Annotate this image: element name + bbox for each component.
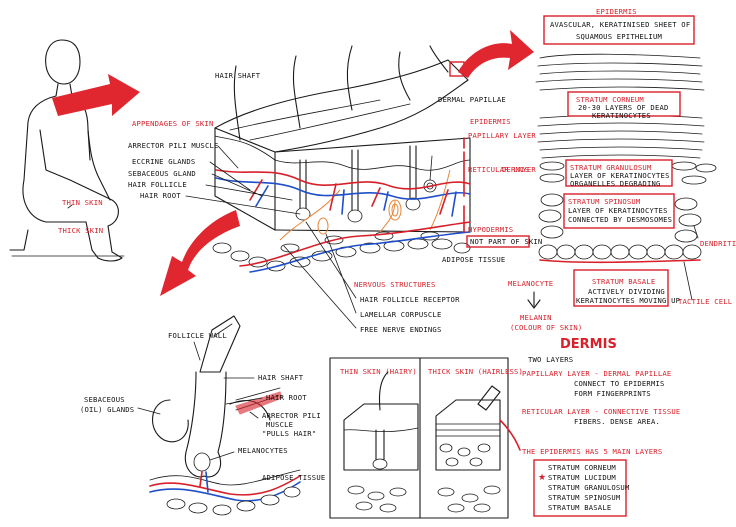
reticular-note-1: RETICULAR LAYER - CONNECTIVE TISSUE: [522, 407, 680, 416]
sebaceous-label-2: (OIL) GLANDS: [80, 405, 134, 414]
epidermis-sub-2: SQUAMOUS EPITHELIUM: [576, 32, 662, 41]
comparison-frame: [329, 357, 509, 519]
dermis-side-label: DERMIS: [502, 165, 529, 174]
dermal-papillae-label: DERMAL PAPILLAE: [438, 95, 506, 104]
not-part-label: NOT PART OF SKIN: [470, 237, 542, 246]
follicle-wall-label: FOLLICLE WALL: [168, 331, 227, 340]
granulosum-title: STRATUM GRANULOSUM: [570, 163, 652, 172]
melanocyte-label: MELANOCYTE: [508, 279, 553, 288]
dermis-title: DERMIS: [560, 337, 617, 352]
follicle-shaft-label: HAIR SHAFT: [258, 373, 304, 382]
layer-item-1: STRATUM CORNEUM: [548, 463, 616, 472]
spinosum-line-3: CONNECTED BY DESMOSOMES: [568, 215, 672, 224]
epi-leaders: [683, 225, 699, 301]
appendages-label: APPENDAGES OF SKIN: [132, 119, 214, 128]
spinosum-line-2: LAYER OF KERATINOCYTES: [568, 206, 668, 215]
lucidum-star-icon: ★: [538, 473, 546, 483]
receptor-label: HAIR FOLLICLE RECEPTOR: [360, 295, 460, 304]
zoom-arrow-person: [52, 74, 140, 116]
follicle-adipose-label: ADIPOSE TISSUE: [262, 473, 325, 482]
hair-shaft-label-1: HAIR SHAFT: [215, 71, 261, 80]
nerve-leaders: [283, 221, 357, 329]
follicle-root-label: HAIR ROOT: [266, 393, 307, 402]
thin-skin-label: THIN SKIN: [62, 198, 103, 207]
five-layers-box: [533, 459, 627, 517]
not-part-box: [466, 235, 530, 248]
two-layers-label: TWO LAYERS: [528, 355, 573, 364]
free-nerve-label: FREE NERVE ENDINGS: [360, 325, 442, 334]
arrector-label-2: MUSCLE: [266, 420, 293, 429]
appendage-leaders: [185, 145, 301, 215]
corneum-line-3: KERATINOCYTES: [592, 111, 651, 120]
epidermis-definition-box: [543, 15, 695, 45]
papillary-note-1: PAPILLARY LAYER - DERMAL PAPILLAE: [522, 369, 671, 378]
thick-skin-block: [435, 385, 501, 513]
zoom-arrow-follicle: [160, 210, 240, 296]
reticular-label: RETICULAR LAYER: [468, 165, 536, 174]
thick-skin-pointer: [499, 419, 521, 451]
arrector-label: ARRECTOR PILI MUSCLE: [128, 141, 219, 150]
thin-skin-title: THIN SKIN (HAIRY): [340, 367, 417, 376]
granulosum-box: [565, 159, 673, 187]
papillary-note-3: FORM FINGERPRINTS: [574, 389, 651, 398]
follicle-leaders: [137, 341, 263, 461]
granulosum-line-2: LAYER OF KERATINOCYTES: [570, 171, 670, 180]
basale-cells: [538, 244, 702, 264]
papillary-label: PAPILLARY LAYER: [468, 131, 536, 140]
melanocytes-label: MELANOCYTES: [238, 446, 288, 455]
five-layers-note: THE EPIDERMIS HAS 5 MAIN LAYERS: [522, 447, 662, 456]
basale-title: STRATUM BASALE: [592, 277, 655, 286]
root-label: HAIR ROOT: [140, 191, 181, 200]
dendritic-label: DENDRITIC CELL: [700, 239, 736, 248]
layer-item-3: STRATUM GRANULOSUM: [548, 483, 630, 492]
arrector-label-3: "PULLS HAIR": [262, 429, 316, 438]
spinosum-box: [563, 193, 675, 229]
hair-follicle-drawing: [149, 315, 301, 516]
layer-item-4: STRATUM SPINOSUM: [548, 493, 621, 502]
arrector-label-1: ARRECTOR PILI: [262, 411, 321, 420]
spinosum-title: STRATUM SPINOSUM: [568, 197, 641, 206]
melanin-arrow: [527, 291, 541, 309]
layer-item-5: STRATUM BASALE: [548, 503, 611, 512]
sebaceous-label-1: SEBACEOUS: [84, 395, 125, 404]
thick-skin-label: THICK SKIN: [58, 226, 103, 235]
sebaceous-label: SEBACEOUS GLAND: [128, 169, 196, 178]
eccrine-label: ECCRINE GLANDS: [132, 157, 195, 166]
basale-line-3: KERATINOCYTES MOVING UP: [576, 296, 680, 305]
spinosum-cells: [538, 193, 702, 243]
nervous-label: NERVOUS STRUCTURES: [354, 280, 436, 289]
thick-skin-title: THICK SKIN (HAIRLESS): [428, 367, 523, 376]
granulosum-line-3: ORGANELLES DEGRADING: [570, 179, 661, 188]
lamellar-label: LAMELLAR CORPUSCLE: [360, 310, 442, 319]
thin-skin-block: [343, 371, 419, 513]
layer-item-2: STRATUM LUCIDUM: [548, 473, 616, 482]
basale-line-2: ACTIVELY DIVIDING: [588, 287, 665, 296]
hypodermis-label: HYPODERMIS: [468, 225, 513, 234]
follicle-label: HAIR FOLLICLE: [128, 180, 187, 189]
reticular-note-2: FIBERS. DENSE AREA.: [574, 417, 660, 426]
corneum-title: STRATUM CORNEUM: [576, 95, 644, 104]
adipose-label: ADIPOSE TISSUE: [442, 255, 505, 264]
epidermis-side-label: EPIDERMIS: [470, 117, 511, 126]
corneum-box: [567, 91, 681, 117]
basale-box: [573, 269, 669, 307]
corneum-line-2: 20-30 LAYERS OF DEAD: [578, 103, 669, 112]
epidermis-title: EPIDERMIS: [596, 7, 637, 16]
melanin-sub: (COLOUR OF SKIN): [510, 323, 582, 332]
zoom-arrow-epidermis: [458, 30, 534, 78]
papillary-note-2: CONNECT TO EPIDERMIS: [574, 379, 665, 388]
epidermis-sub-1: AVASCULAR, KERATINISED SHEET OF: [550, 20, 690, 29]
melanin-label: MELANIN: [520, 313, 552, 322]
tactile-label: TACTILE CELL: [678, 297, 732, 306]
